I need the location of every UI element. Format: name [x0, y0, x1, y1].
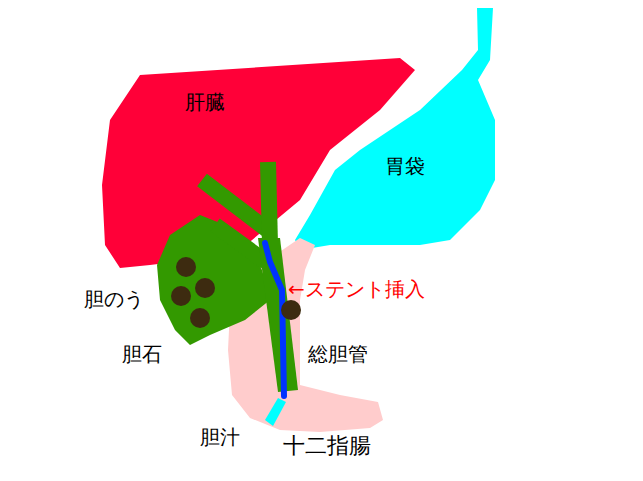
stomach-outline	[295, 8, 495, 250]
stent	[265, 243, 284, 396]
organ-name: 胃袋	[385, 155, 425, 177]
gallbladder-label: 胆のう	[84, 288, 144, 310]
stent-callout: ←ステント挿入	[288, 278, 425, 300]
bile-label: 胆汁	[200, 426, 240, 448]
bile-flow	[265, 398, 286, 426]
organ-name: 肝臓	[185, 91, 225, 113]
duodenum-label: 十二指腸	[283, 434, 371, 458]
gallstone-label: 胆石	[122, 343, 162, 365]
stomach-shape	[292, 6, 498, 254]
stomach-organ: 胃袋	[292, 6, 498, 254]
common-bile-duct	[258, 238, 298, 392]
gallstones	[171, 257, 301, 328]
bile-duct-label: 総胆管	[308, 343, 368, 365]
duodenum	[228, 238, 383, 432]
